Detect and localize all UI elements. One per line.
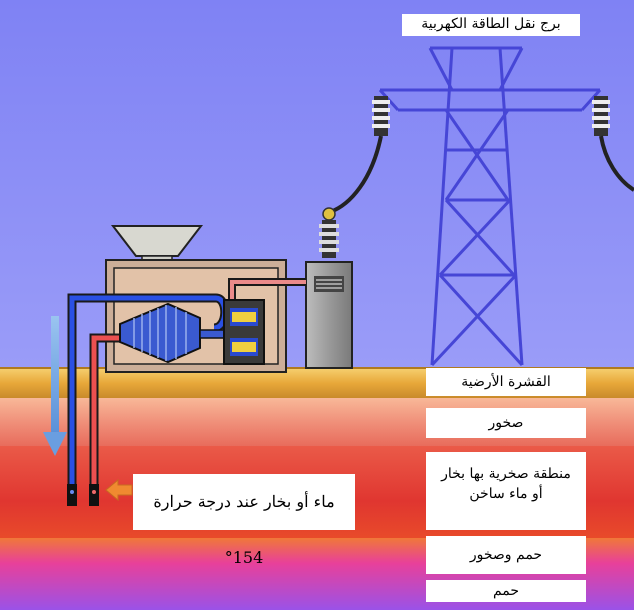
tower-label-text: برج نقل الطاقة الكهربية xyxy=(421,16,561,32)
crust-label-text: القشرة الأرضية xyxy=(461,374,551,390)
water-steam-label: ماء أو بخار عند درجة حرارة 154° xyxy=(133,474,355,567)
magma-rocks-label: حمم وصخور xyxy=(426,536,586,574)
magma-rocks-label-text: حمم وصخور xyxy=(469,547,543,563)
transformer-icon xyxy=(305,207,353,369)
magma-label: حمم xyxy=(426,580,586,602)
turbine-icon xyxy=(119,302,227,364)
down-arrow-icon xyxy=(43,316,67,456)
power-tower-icon xyxy=(378,46,602,367)
crust-label: القشرة الأرضية xyxy=(426,368,586,396)
rocks-label-text: صخور xyxy=(488,415,524,431)
hot-zone-label-line2: أو ماء ساخن xyxy=(469,486,543,502)
generator-icon xyxy=(223,299,265,365)
hot-zone-label: منطقة صخرية بها بخار أو ماء ساخن xyxy=(426,452,586,530)
tower-label: برج نقل الطاقة الكهربية xyxy=(402,14,580,36)
water-steam-label-text: ماء أو بخار عند درجة حرارة 154° xyxy=(153,492,335,567)
magma-label-text: حمم xyxy=(492,583,520,599)
left-arrow-icon xyxy=(105,478,133,502)
hot-zone-label-line1: منطقة صخرية بها بخار xyxy=(441,466,571,482)
insulator-icon xyxy=(372,96,610,136)
power-cable xyxy=(329,135,383,214)
rocks-label: صخور xyxy=(426,408,586,438)
pipe-tips xyxy=(67,484,99,506)
